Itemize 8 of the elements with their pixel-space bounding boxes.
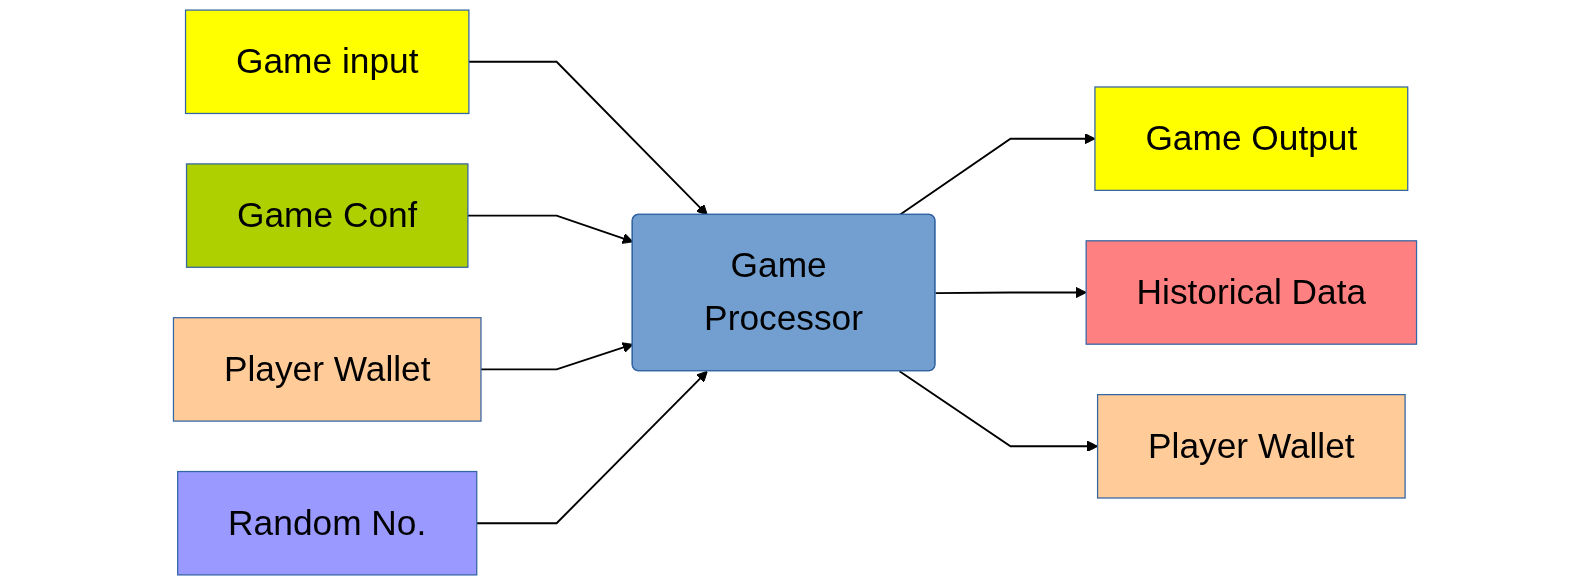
node-box: Game Conf (185, 163, 469, 268)
node-box: Random No. (177, 470, 478, 576)
node-box: Player Wallet (172, 317, 482, 422)
node-box: Historical Data (1085, 240, 1418, 345)
node-box: Game input (184, 9, 470, 115)
node-box: Game Output (1094, 86, 1409, 191)
node-box: Player Wallet (1096, 394, 1406, 499)
arrow (934, 286, 1087, 299)
